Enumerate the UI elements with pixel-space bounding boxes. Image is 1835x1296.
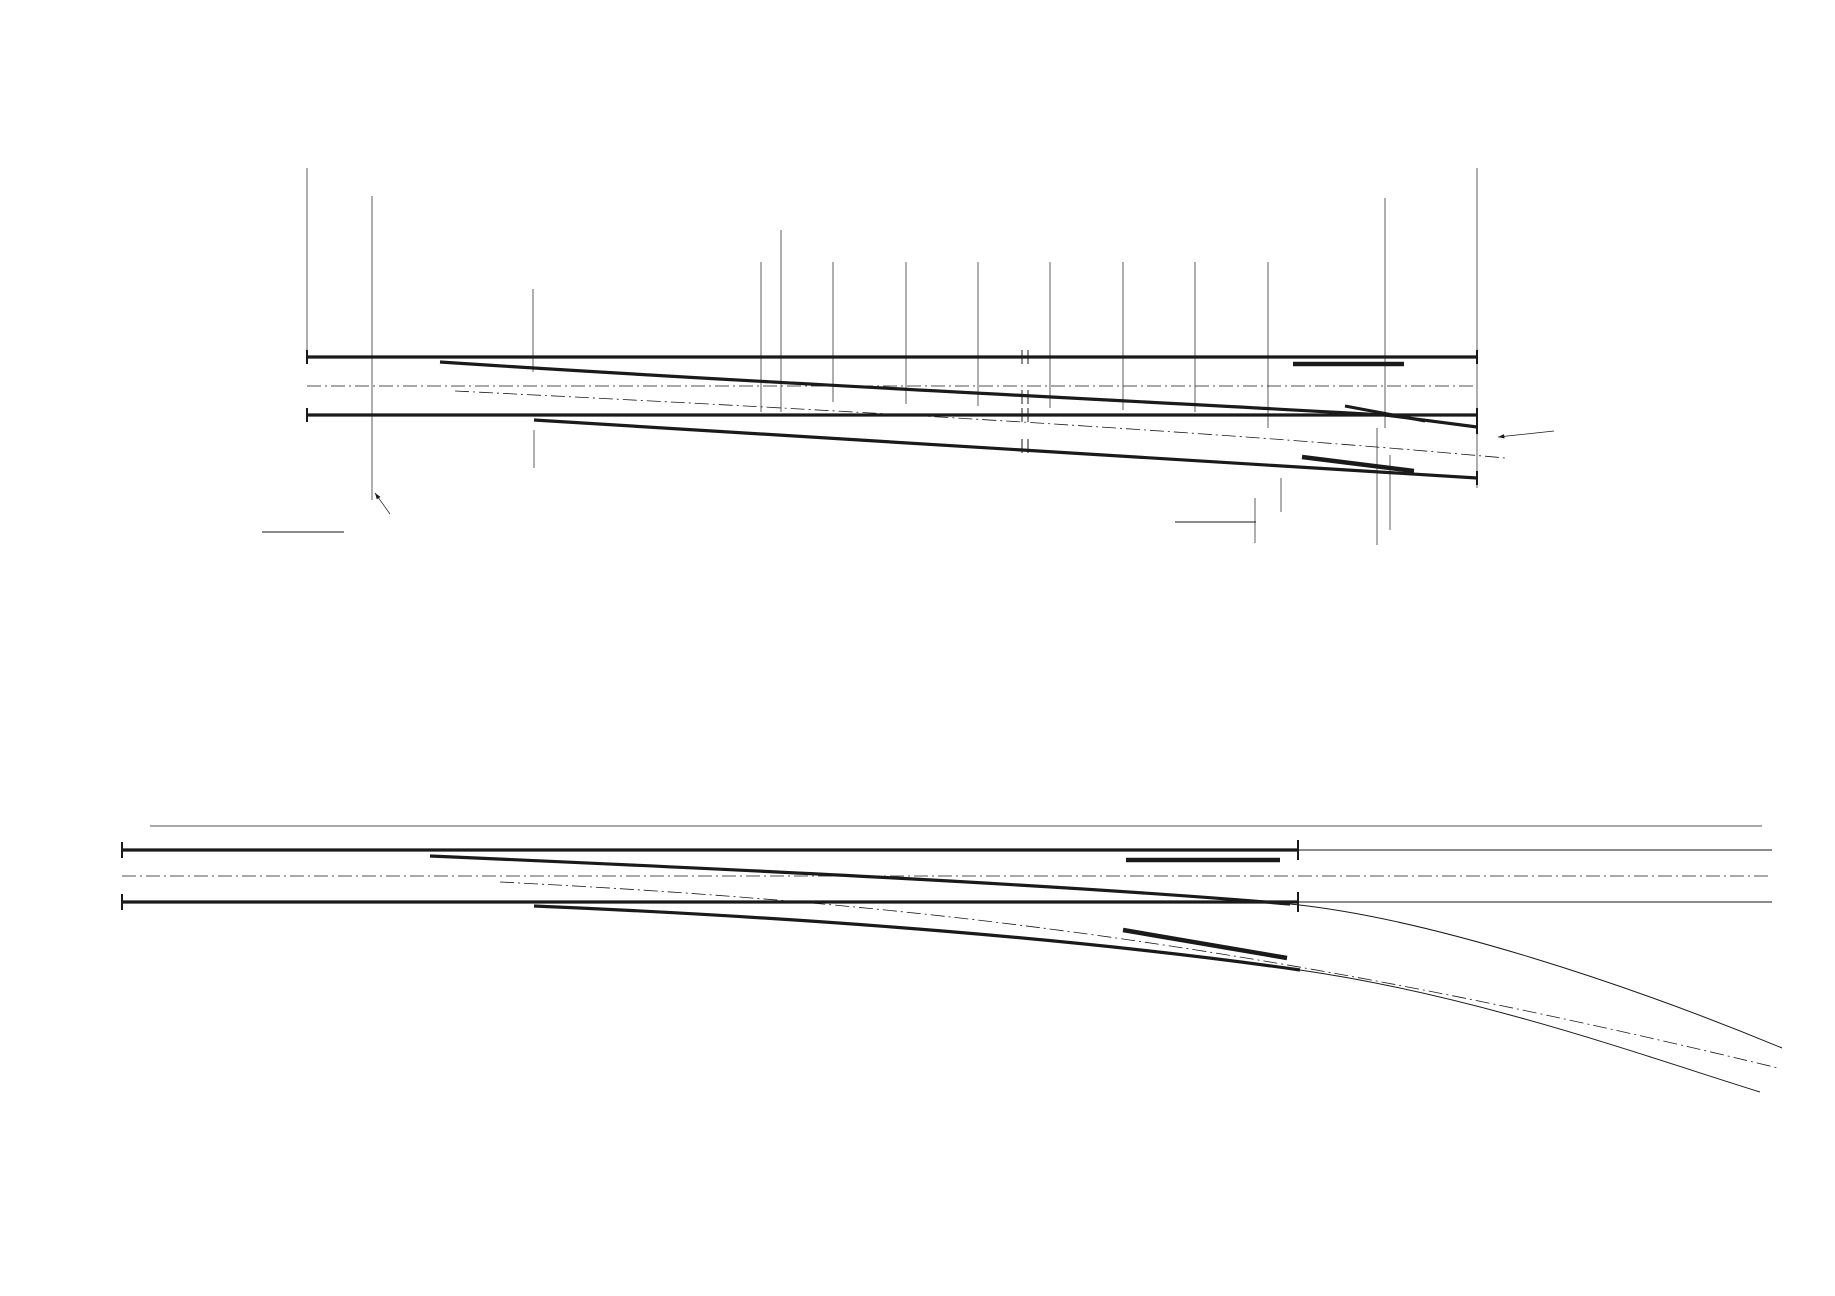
diverging-rail-upper — [439, 360, 1478, 429]
diverging-rail-lower — [533, 904, 1301, 972]
timber-layout-geometry — [121, 825, 1783, 1093]
beta-leader — [374, 492, 391, 515]
diverging-centerline — [454, 390, 1506, 459]
diverging-centerline — [499, 881, 1779, 1069]
turnout-geometry — [262, 168, 1555, 545]
alpha-leader — [1497, 430, 1555, 439]
diverging-rail-upper — [429, 854, 1291, 906]
counter-rail-bar — [1301, 454, 1415, 474]
counter-rail-bar — [1122, 927, 1288, 961]
diverging-rail-lower — [533, 418, 1478, 480]
